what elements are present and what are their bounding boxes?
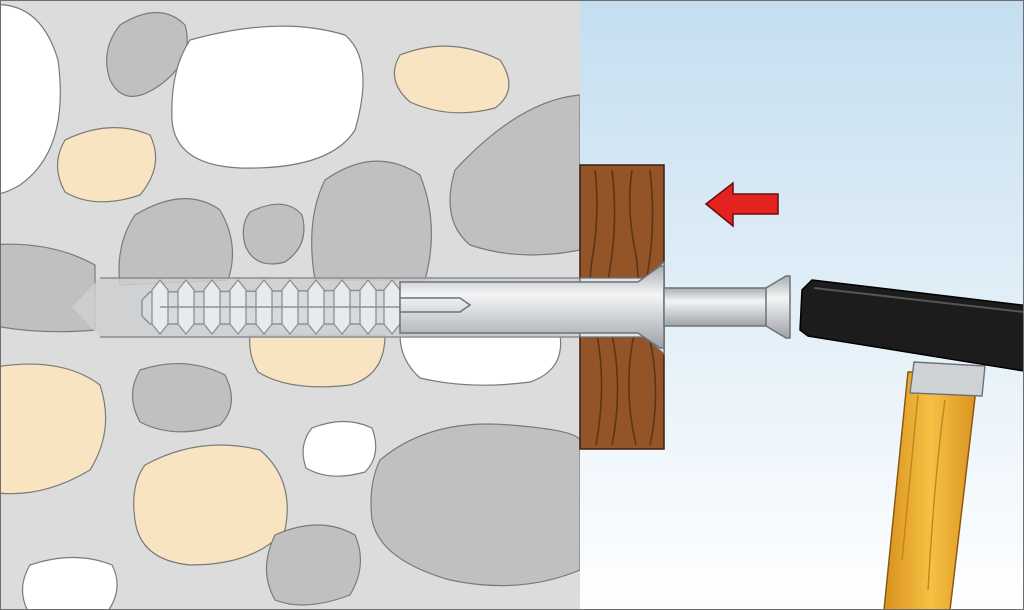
pebble [249, 334, 386, 388]
arrow-left-icon [704, 181, 779, 228]
pebble [56, 127, 157, 203]
drill-hole-edge [100, 277, 580, 338]
pebble [131, 363, 232, 433]
pebble [449, 94, 580, 256]
pebble [171, 25, 364, 169]
hammer-highlight [813, 287, 1024, 313]
pebble [311, 160, 433, 281]
screw-shank [399, 265, 665, 349]
hammer-icon [799, 279, 1024, 610]
screw-head [765, 275, 791, 339]
aggregate-stones [0, 4, 580, 610]
pebble [0, 4, 61, 195]
sleeve-slot [400, 297, 472, 313]
pebble [0, 363, 107, 495]
handle-grain [901, 394, 946, 591]
hammer-screw [663, 275, 791, 339]
pebble [399, 334, 562, 386]
pebble [133, 444, 288, 566]
pebble [393, 45, 510, 114]
pebble [242, 203, 305, 265]
hammer-head [799, 279, 1024, 372]
pebble [370, 423, 580, 587]
pebble [302, 420, 377, 477]
hammer-collar [909, 361, 986, 397]
pebble [118, 198, 234, 286]
pebble [106, 12, 188, 97]
screw-shaft [663, 287, 771, 327]
pebble [21, 556, 118, 610]
pebble [266, 524, 362, 606]
plastic-anchor-sleeve [141, 278, 411, 336]
